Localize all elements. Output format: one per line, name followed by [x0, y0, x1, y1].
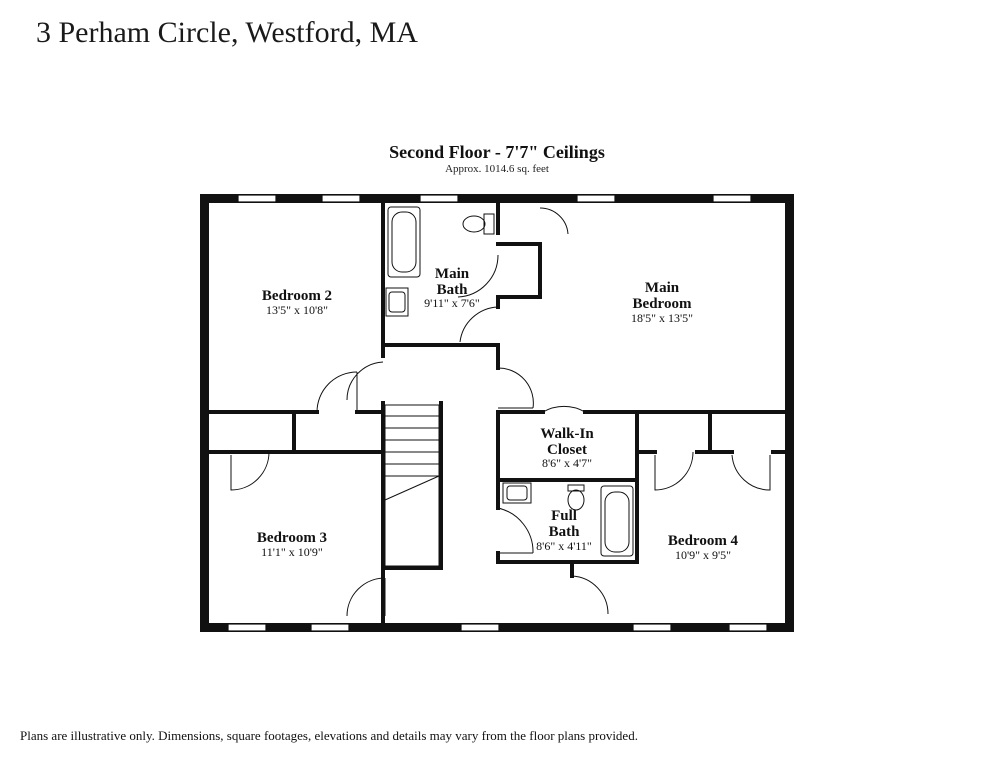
- windows: [227, 194, 768, 632]
- main-bath-name-line2: Bath: [437, 282, 469, 298]
- bedroom4-dims: 10'9" x 9'5": [675, 548, 731, 562]
- bedroom4-name: Bedroom 4: [668, 533, 739, 549]
- walk-in-closet-name-line2: Closet: [547, 442, 587, 458]
- bath-fixtures: [385, 206, 634, 557]
- floor-area: Approx. 1014.6 sq. feet: [445, 163, 549, 175]
- full-bath-dims: 8'6" x 4'11": [536, 539, 592, 553]
- main-bedroom-dims: 18'5" x 13'5": [631, 311, 693, 325]
- main-bedroom-name-line2: Bedroom: [633, 296, 692, 312]
- main-bedroom-name-line1: Main: [645, 280, 680, 296]
- main-bath-name-line1: Main: [435, 266, 470, 282]
- interior-walls: [207, 201, 787, 624]
- disclaimer-text: Plans are illustrative only. Dimensions,…: [20, 728, 638, 743]
- listing-address: 3 Perham Circle, Westford, MA: [36, 16, 418, 49]
- full-bath-name-line2: Bath: [549, 524, 581, 540]
- bedroom2-dims: 13'5" x 10'8": [266, 303, 328, 317]
- door-swings: [230, 207, 771, 617]
- floor-title: Second Floor - 7'7" Ceilings: [389, 142, 605, 162]
- room-labels: Bedroom 2 13'5" x 10'8" Main Bath 9'11" …: [257, 266, 739, 562]
- stairs: [384, 404, 440, 567]
- full-bath-name-line1: Full: [551, 508, 577, 524]
- bedroom3-name: Bedroom 3: [257, 530, 327, 546]
- walk-in-closet-dims: 8'6" x 4'7": [542, 456, 592, 470]
- bedroom3-dims: 11'1" x 10'9": [261, 545, 323, 559]
- main-bath-dims: 9'11" x 7'6": [424, 296, 480, 310]
- walk-in-closet-name-line1: Walk-In: [540, 426, 594, 442]
- bedroom2-name: Bedroom 2: [262, 288, 332, 304]
